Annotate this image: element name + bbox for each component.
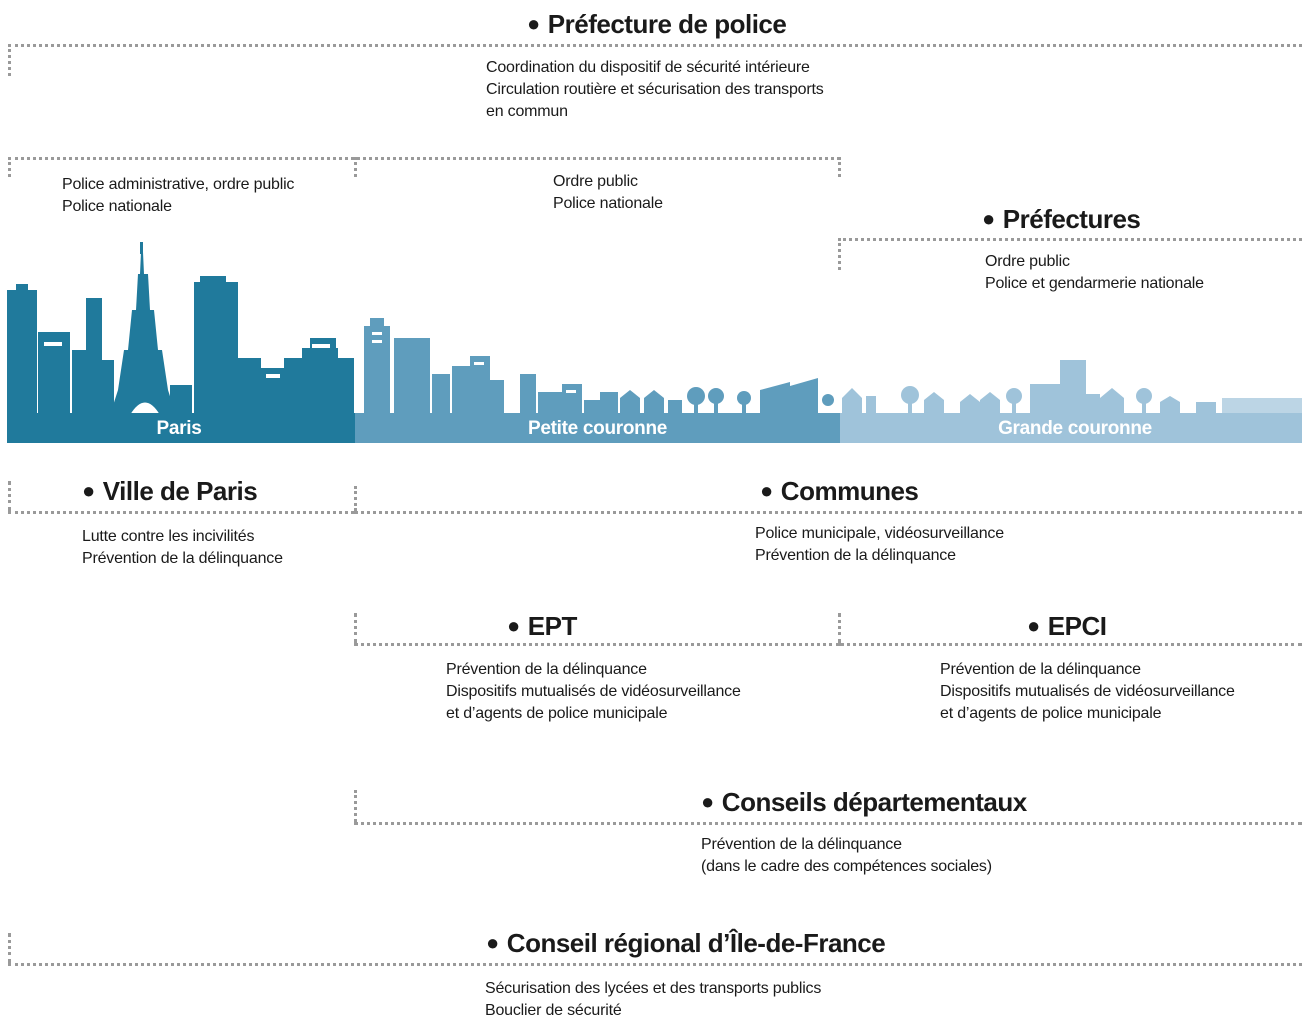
conseils-departementaux-text: Prévention de la délinquance (dans le ca… (701, 834, 992, 878)
text-line: Lutte contre les incivilités (82, 528, 255, 545)
bullet-icon: ● (486, 930, 499, 955)
text-line: Police et gendarmerie nationale (985, 275, 1204, 292)
communes-label: Communes (780, 476, 919, 506)
petite-couronne-band (355, 413, 840, 443)
text-line: et d’agents de police municipale (940, 705, 1162, 722)
paris-police-bracket-left (8, 157, 11, 177)
bullet-icon: ● (527, 11, 540, 36)
ept-text: Prévention de la délinquance Dispositifs… (446, 659, 741, 725)
petite-police-text: Ordre public Police nationale (553, 171, 663, 215)
text-line: Circulation routière et sécurisation des… (486, 81, 824, 98)
text-line: Dispositifs mutualisés de vidéosurveilla… (446, 683, 741, 700)
ept-label: EPT (527, 611, 578, 641)
skyline-illustration (7, 242, 1302, 415)
text-line: Bouclier de sécurité (485, 1002, 622, 1019)
paris-police-bracket-mid (354, 157, 357, 177)
epci-label: EPCI (1047, 611, 1107, 641)
text-line: Ordre public (553, 173, 638, 190)
bullet-icon: ● (82, 478, 95, 503)
text-line: Prévention de la délinquance (701, 836, 902, 853)
paris-police-divider (8, 157, 840, 160)
prefecture-police-title: ● Préfecture de police (527, 9, 787, 39)
conseil-regional-label: Conseil régional d’Île-de-France (506, 928, 886, 958)
text-line: Coordination du dispositif de sécurité i… (486, 59, 810, 76)
text-line: Police nationale (62, 198, 172, 215)
paris-label: Paris (156, 418, 202, 439)
grande-couronne-skyline (842, 360, 1302, 415)
conseil-regional-text: Sécurisation des lycées et des transport… (485, 978, 821, 1022)
text-line: en commun (486, 103, 568, 120)
prefectures-text: Ordre public Police et gendarmerie natio… (985, 251, 1204, 295)
text-line: Police administrative, ordre public (62, 176, 295, 193)
text-line: Prévention de la délinquance (755, 547, 956, 564)
text-line: Dispositifs mutualisés de vidéosurveilla… (940, 683, 1235, 700)
conseil-regional-divider (8, 963, 1302, 966)
prefecture-police-divider (8, 44, 1302, 47)
conseils-departementaux-title: ● Conseils départementaux (701, 789, 1027, 815)
prefectures-bracket (838, 238, 841, 270)
paris-skyline (7, 242, 354, 415)
conseils-departementaux-label: Conseils départementaux (721, 787, 1027, 817)
grande-couronne-band (840, 413, 1302, 443)
conseil-regional-title: ● Conseil régional d’Île-de-France (486, 928, 886, 958)
communes-text: Police municipale, vidéosurveillance Pré… (755, 523, 1004, 567)
text-line: Police municipale, vidéosurveillance (755, 525, 1004, 542)
ept-bracket (354, 613, 357, 643)
bullet-icon: ● (760, 478, 773, 503)
prefectures-label: Préfectures (1002, 204, 1141, 234)
text-line: Sécurisation des lycées et des transport… (485, 980, 822, 997)
prefecture-police-label: Préfecture de police (547, 9, 787, 39)
epci-bracket (838, 613, 841, 643)
ville-de-paris-divider (8, 511, 354, 514)
conseils-departementaux-divider (354, 822, 1302, 825)
bullet-icon: ● (507, 613, 520, 638)
conseil-regional-bracket (8, 933, 11, 963)
petite-couronne-label: Petite couronne (527, 418, 668, 439)
text-line: Prévention de la délinquance (82, 550, 283, 567)
paris-band (7, 413, 355, 443)
ville-de-paris-bracket (8, 481, 11, 511)
ville-de-paris-label: Ville de Paris (102, 476, 258, 506)
bullet-icon: ● (1027, 613, 1040, 638)
epci-title: ● EPCI (1027, 611, 1107, 641)
bullet-icon: ● (982, 206, 995, 231)
text-line: Prévention de la délinquance (446, 661, 647, 678)
prefectures-divider (838, 238, 1302, 241)
conseils-departementaux-bracket (354, 790, 357, 822)
bullet-icon: ● (701, 789, 714, 814)
communes-title: ● Communes (760, 476, 919, 506)
communes-divider (354, 511, 1302, 514)
ville-de-paris-title: ● Ville de Paris (82, 476, 258, 506)
prefectures-title: ● Préfectures (982, 204, 1141, 234)
text-line: Police nationale (553, 195, 663, 212)
petite-couronne-skyline (364, 318, 834, 415)
ept-divider (354, 643, 840, 646)
prefecture-police-text: Coordination du dispositif de sécurité i… (486, 57, 824, 123)
paris-police-text: Police administrative, ordre public Poli… (62, 174, 294, 218)
ept-title: ● EPT (507, 613, 577, 639)
text-line: Prévention de la délinquance (940, 661, 1141, 678)
epci-divider (840, 643, 1302, 646)
prefecture-police-bracket (8, 44, 11, 76)
grande-couronne-label: Grande couronne (998, 418, 1152, 439)
text-line: et d’agents de police municipale (446, 705, 668, 722)
text-line: Ordre public (985, 253, 1070, 270)
petite-police-bracket-right (838, 157, 841, 177)
epci-text: Prévention de la délinquance Dispositifs… (940, 659, 1235, 725)
ville-de-paris-text: Lutte contre les incivilités Prévention … (82, 526, 283, 570)
text-line: (dans le cadre des compétences sociales) (701, 858, 992, 875)
communes-bracket (354, 486, 357, 511)
